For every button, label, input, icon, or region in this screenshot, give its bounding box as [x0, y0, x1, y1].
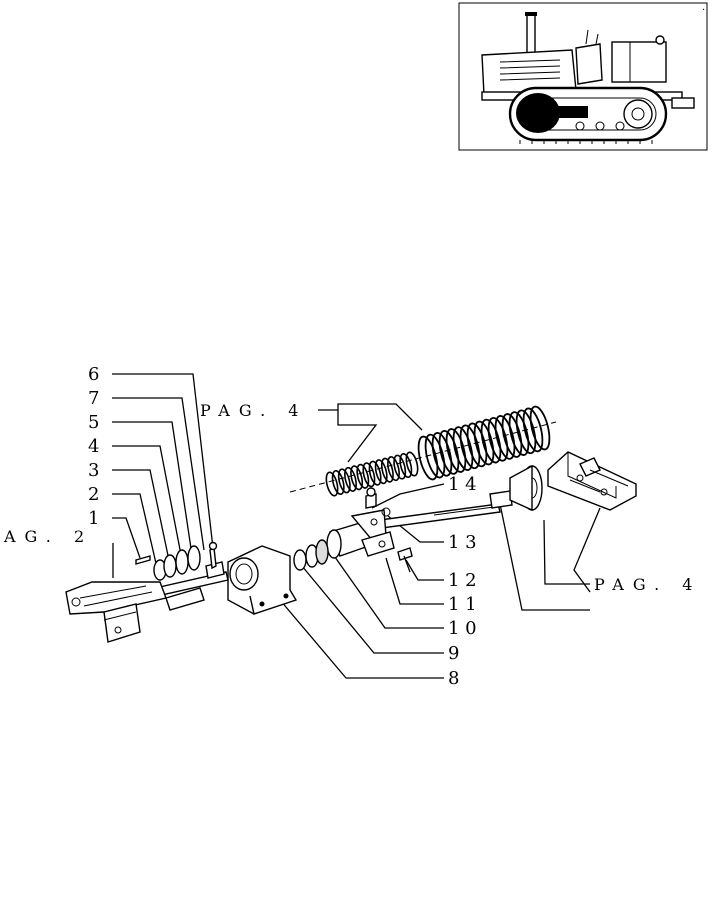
seal-rings: [293, 539, 329, 571]
spring-coil: [480, 418, 502, 464]
inset-marker: .: [702, 2, 705, 13]
callout-8: 8: [448, 668, 459, 689]
spring-coil: [344, 466, 357, 492]
rod-end-cap: [509, 464, 543, 512]
inner-coil-spring: [325, 451, 419, 497]
spring-coil: [494, 415, 516, 460]
spring-coil: [529, 405, 551, 451]
spring-coil: [417, 435, 439, 481]
callout-6: 6: [88, 364, 99, 385]
page-ref-right: PAG. 4: [594, 575, 701, 594]
page-ref-spring: PAG. 4: [200, 401, 307, 420]
spring-coil: [350, 465, 364, 491]
locator-inset: .: [458, 2, 708, 151]
callout-3: 3: [88, 460, 99, 481]
spring-coil: [522, 407, 544, 453]
callout-10: 1 0: [448, 618, 477, 639]
spring-coil: [362, 462, 376, 488]
spring-coil: [487, 416, 509, 462]
bolt-12: [397, 547, 413, 573]
cylinder-body: [326, 509, 395, 559]
callout-14: 1 4: [448, 474, 477, 495]
spring-coil: [445, 428, 467, 473]
leader-lines: [112, 373, 601, 679]
spring-coil: [459, 424, 481, 470]
callout-7: 7: [88, 388, 99, 409]
callout-2: 2: [88, 484, 99, 505]
spring-coil: [501, 413, 523, 458]
spring-coil: [393, 454, 407, 480]
spring-coil: [325, 471, 339, 497]
spring-coil: [380, 457, 394, 483]
pillow-block-support: [227, 545, 298, 615]
spring-coil: [508, 411, 530, 456]
callout-labels: 6 7 5 4 3 2 1 1 4 1 3 1 2 1 1 1 0 9 8 PA…: [3, 364, 701, 689]
spring-coil: [466, 422, 488, 468]
spring-coil: [405, 451, 419, 477]
callout-11: 1 1: [448, 594, 477, 615]
callout-12: 1 2: [448, 570, 477, 591]
recoil-rod: [379, 490, 513, 529]
right-bracket: [547, 451, 637, 511]
outer-coil-spring: [417, 405, 551, 481]
callout-1: 1: [88, 508, 99, 529]
page-ref-left: AG. 2: [3, 527, 93, 546]
spring-coil: [424, 433, 446, 479]
snap-ring: [381, 507, 391, 517]
callout-4: 4: [88, 436, 99, 457]
washer-stack-left: [135, 541, 225, 581]
spring-coil: [452, 426, 474, 471]
spring-assembly: [289, 405, 557, 497]
callout-9: 9: [448, 643, 459, 664]
spring-coil: [374, 459, 388, 485]
spring-coil: [438, 430, 460, 475]
spring-coil: [368, 460, 382, 486]
inset-frame: [458, 2, 708, 151]
left-yoke: [65, 581, 205, 643]
spring-coil: [337, 468, 351, 494]
grease-nipple: [365, 487, 377, 509]
crawler-tractor-icon: [481, 12, 695, 144]
spring-coil: [387, 456, 400, 482]
spring-coil: [515, 409, 537, 455]
spring-coil: [331, 469, 345, 496]
callout-13: 1 3: [448, 532, 477, 553]
spring-coil: [473, 420, 495, 466]
callout-5: 5: [88, 412, 99, 433]
spring-coil: [356, 463, 370, 489]
spring-coil: [431, 431, 453, 477]
spring-coil: [399, 452, 413, 479]
